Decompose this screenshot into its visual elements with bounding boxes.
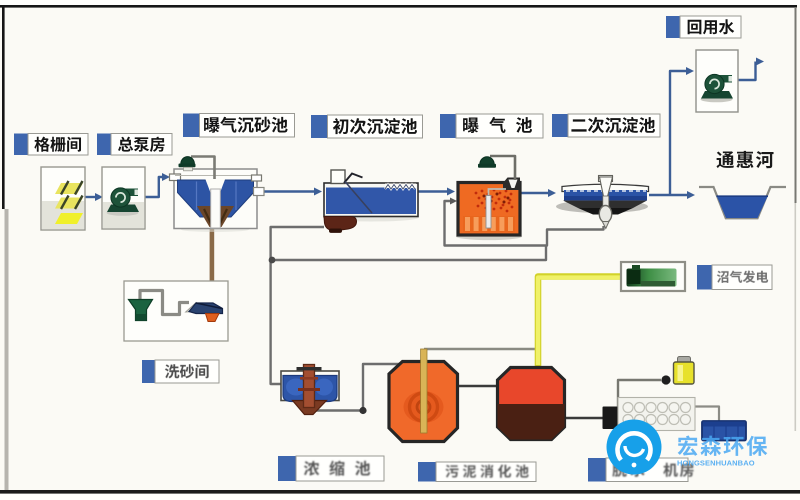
svg-text:HONGSENHUANBAO: HONGSENHUANBAO [677,459,755,468]
